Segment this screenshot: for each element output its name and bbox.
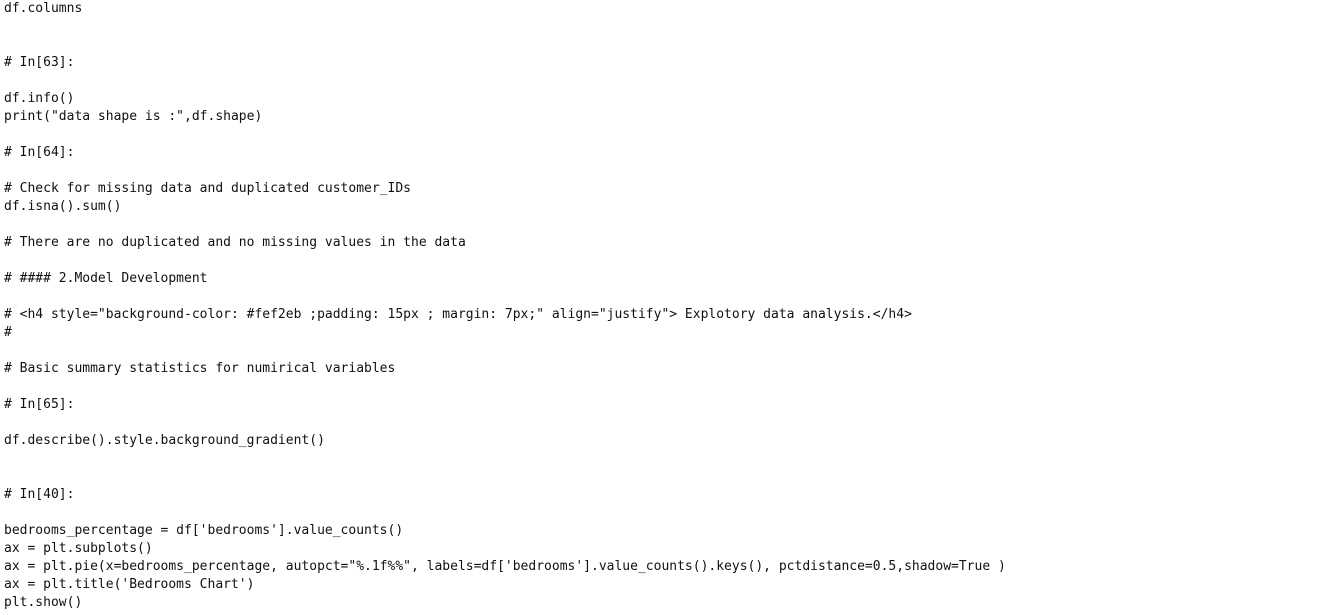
code-line: #	[4, 325, 12, 340]
code-line: # There are no duplicated and no missing…	[4, 235, 466, 250]
code-line: plt.show()	[4, 595, 83, 610]
code-line: ax = plt.pie(x=bedrooms_percentage, auto…	[4, 559, 1006, 574]
code-line	[4, 72, 1338, 90]
code-line	[4, 288, 1338, 306]
code-line	[4, 378, 1338, 396]
code-line: # In[64]:	[4, 145, 75, 160]
code-line: df.isna().sum()	[4, 199, 122, 214]
code-line: # Check for missing data and duplicated …	[4, 181, 411, 196]
code-line	[4, 342, 1338, 360]
code-line	[4, 18, 1338, 36]
code-text-view: df.columns # In[63]: df.info() print("da…	[4, 0, 1338, 615]
code-line	[4, 252, 1338, 270]
code-line	[4, 36, 1338, 54]
code-line: print("data shape is :",df.shape)	[4, 109, 263, 124]
code-line: ax = plt.title('Bedrooms Chart')	[4, 577, 255, 592]
code-line	[4, 162, 1338, 180]
code-line: df.info()	[4, 91, 75, 106]
code-line	[4, 468, 1338, 486]
code-line	[4, 414, 1338, 432]
code-line	[4, 216, 1338, 234]
code-line: df.columns	[4, 1, 83, 16]
code-line: # <h4 style="background-color: #fef2eb ;…	[4, 307, 912, 322]
code-line: # In[40]:	[4, 487, 75, 502]
code-line: ax = plt.subplots()	[4, 541, 153, 556]
code-line: # In[65]:	[4, 397, 75, 412]
code-line: # Basic summary statistics for numirical…	[4, 361, 396, 376]
code-line: bedrooms_percentage = df['bedrooms'].val…	[4, 523, 404, 538]
code-line	[4, 126, 1338, 144]
code-line: # #### 2.Model Development	[4, 271, 208, 286]
code-line: # In[63]:	[4, 55, 75, 70]
code-line	[4, 504, 1338, 522]
code-line: df.describe().style.background_gradient(…	[4, 433, 325, 448]
code-line	[4, 450, 1338, 468]
